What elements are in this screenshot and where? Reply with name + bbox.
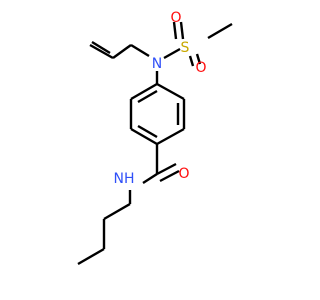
sulfur-label: S (181, 40, 190, 56)
molecule-diagram: N S O O O NH (77, 10, 233, 266)
bond-nitrogen-sulfur (163, 47, 181, 60)
ring-bond-top-left (130, 82, 158, 101)
bond-allyl-double-inner (91, 40, 111, 55)
bond-sulfur-oxygen-lower-double (195, 53, 202, 65)
oxygen-label-amide: O (178, 166, 189, 182)
bond-sulfur-oxygen-upper-double (179, 21, 185, 40)
bond-allyl-ch2-ch (112, 44, 132, 59)
bond-sulfur-oxygen-upper (172, 21, 178, 40)
amide-nh-label: NH (114, 171, 135, 187)
bond-sulfur-methyl (207, 22, 233, 40)
structure-svg: N S O O O NH (77, 10, 233, 266)
oxygen-label-lower: O (195, 60, 206, 76)
ring-inner-bottom-left (137, 124, 158, 139)
bond-carbonyl-oxygen (156, 162, 177, 176)
bond-sulfur-oxygen-lower (188, 55, 195, 67)
bond-butyl-1 (103, 202, 131, 221)
bond-carbonyl-amide-n (142, 172, 158, 185)
ring-bond-top-right (156, 82, 185, 101)
bond-nitrogen-allyl-ch2 (130, 43, 150, 58)
ring-bond-bottom-right (156, 127, 185, 146)
oxygen-label-upper: O (170, 10, 181, 26)
ring-inner-top-left (137, 89, 158, 104)
bond-carbonyl-oxygen-double (159, 169, 180, 183)
nitrogen-label-sulfonamide: N (152, 56, 162, 72)
ring-bond-bottom-left (130, 127, 158, 146)
bond-allyl-double-outer (89, 43, 114, 60)
bond-butyl-3 (77, 247, 105, 266)
